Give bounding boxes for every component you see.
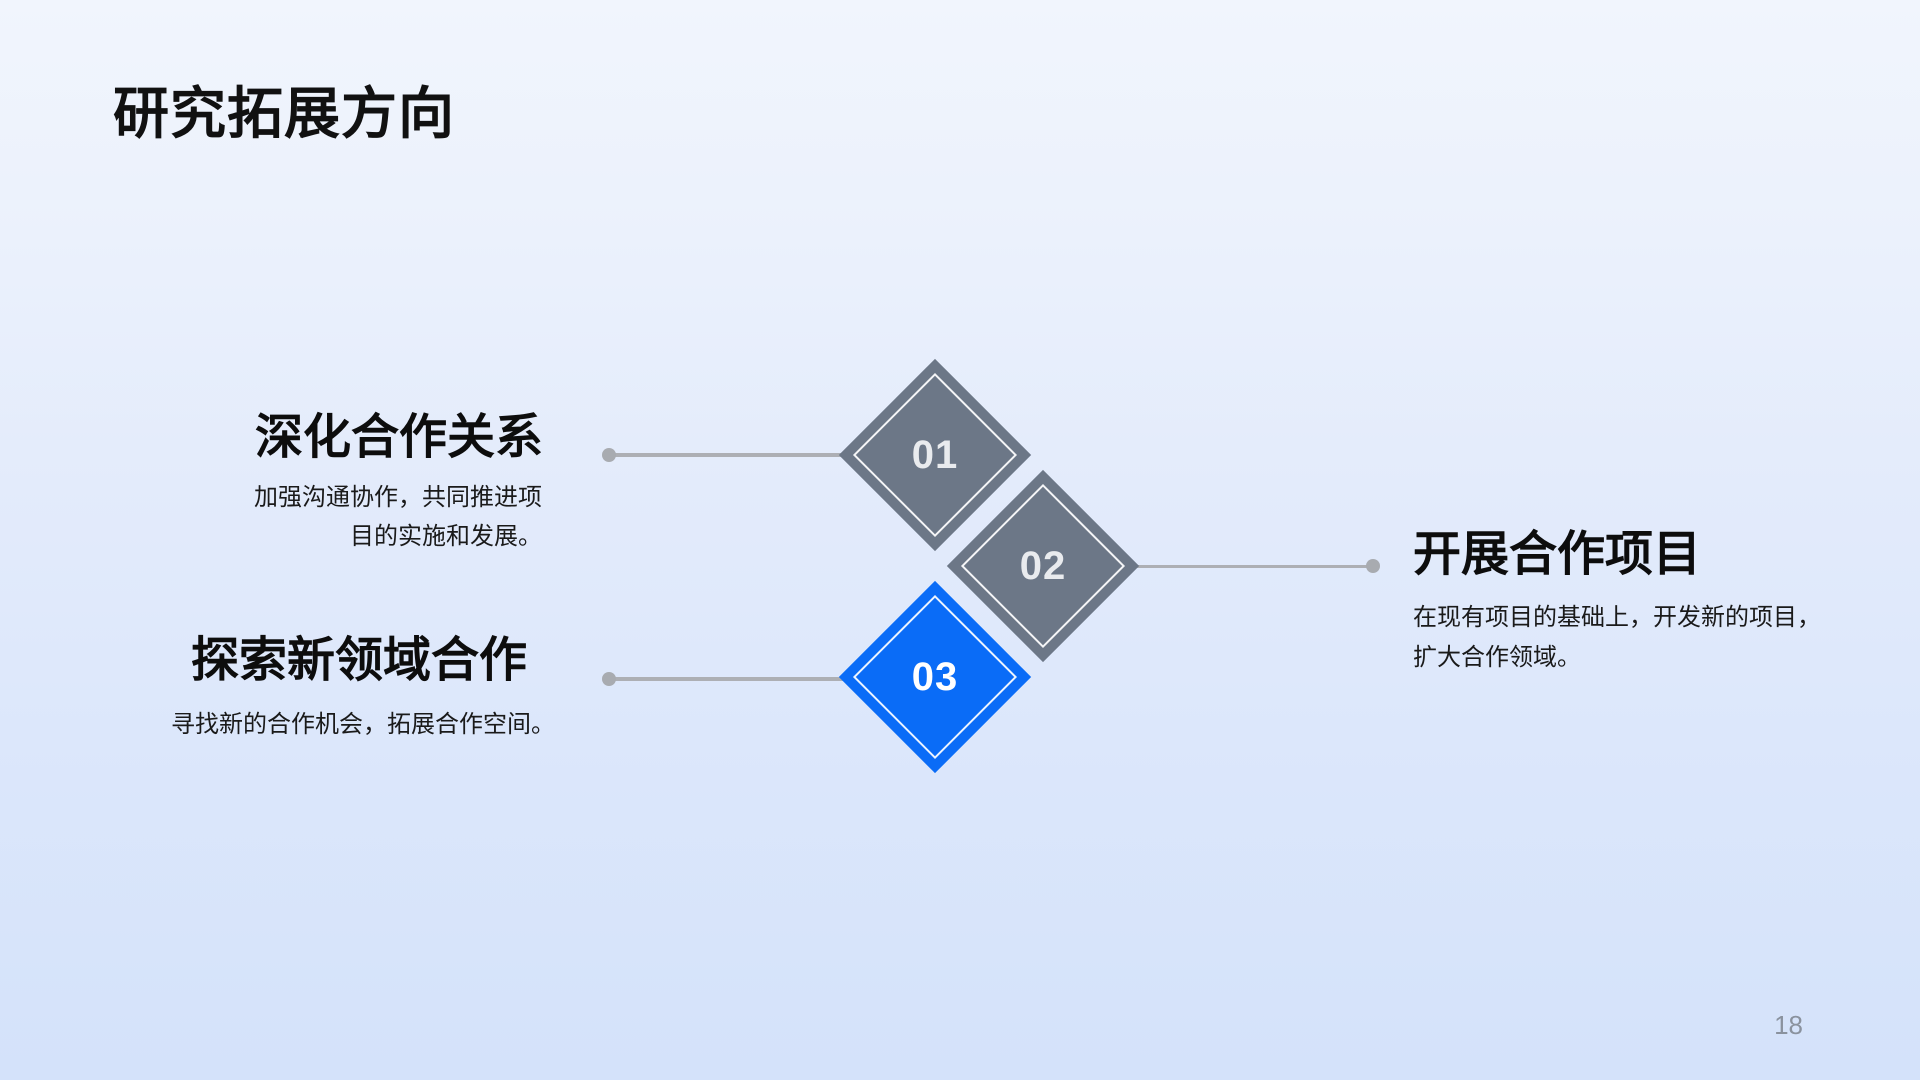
item1-body-line1: 加强沟通协作，共同推进项 [254,484,542,511]
connector-dot-item3 [602,672,616,686]
item2-body-line2: 扩大合作领域。 [1413,644,1581,671]
item3-body: 寻找新的合作机会，拓展合作空间。 [171,705,555,744]
item2-heading: 开展合作项目 [1413,528,1702,581]
connector-line-item2 [1128,564,1375,568]
diamond-03-number: 03 [911,654,959,699]
page-number: 18 [1774,1010,1803,1040]
item1-body-line2: 目的实施和发展。 [350,523,542,550]
item3-heading: 探索新领域合作 [190,634,527,687]
item1-heading: 深化合作关系 [254,411,543,464]
item2-body: 在现有项目的基础上，开发新的项目， 扩大合作领域。 [1413,598,1821,678]
item1-body: 加强沟通协作，共同推进项 目的实施和发展。 [254,478,542,556]
item3-body-line1: 寻找新的合作机会，拓展合作空间。 [171,711,555,738]
item2-body-line1: 在现有项目的基础上，开发新的项目， [1413,604,1821,631]
connector-dot-item1 [602,448,616,462]
connector-line-item1 [606,453,868,457]
connector-line-item3 [606,677,868,681]
page-title: 研究拓展方向 [113,82,455,145]
connector-dot-item2 [1366,559,1380,573]
diamond-03: 03 [838,580,1032,774]
